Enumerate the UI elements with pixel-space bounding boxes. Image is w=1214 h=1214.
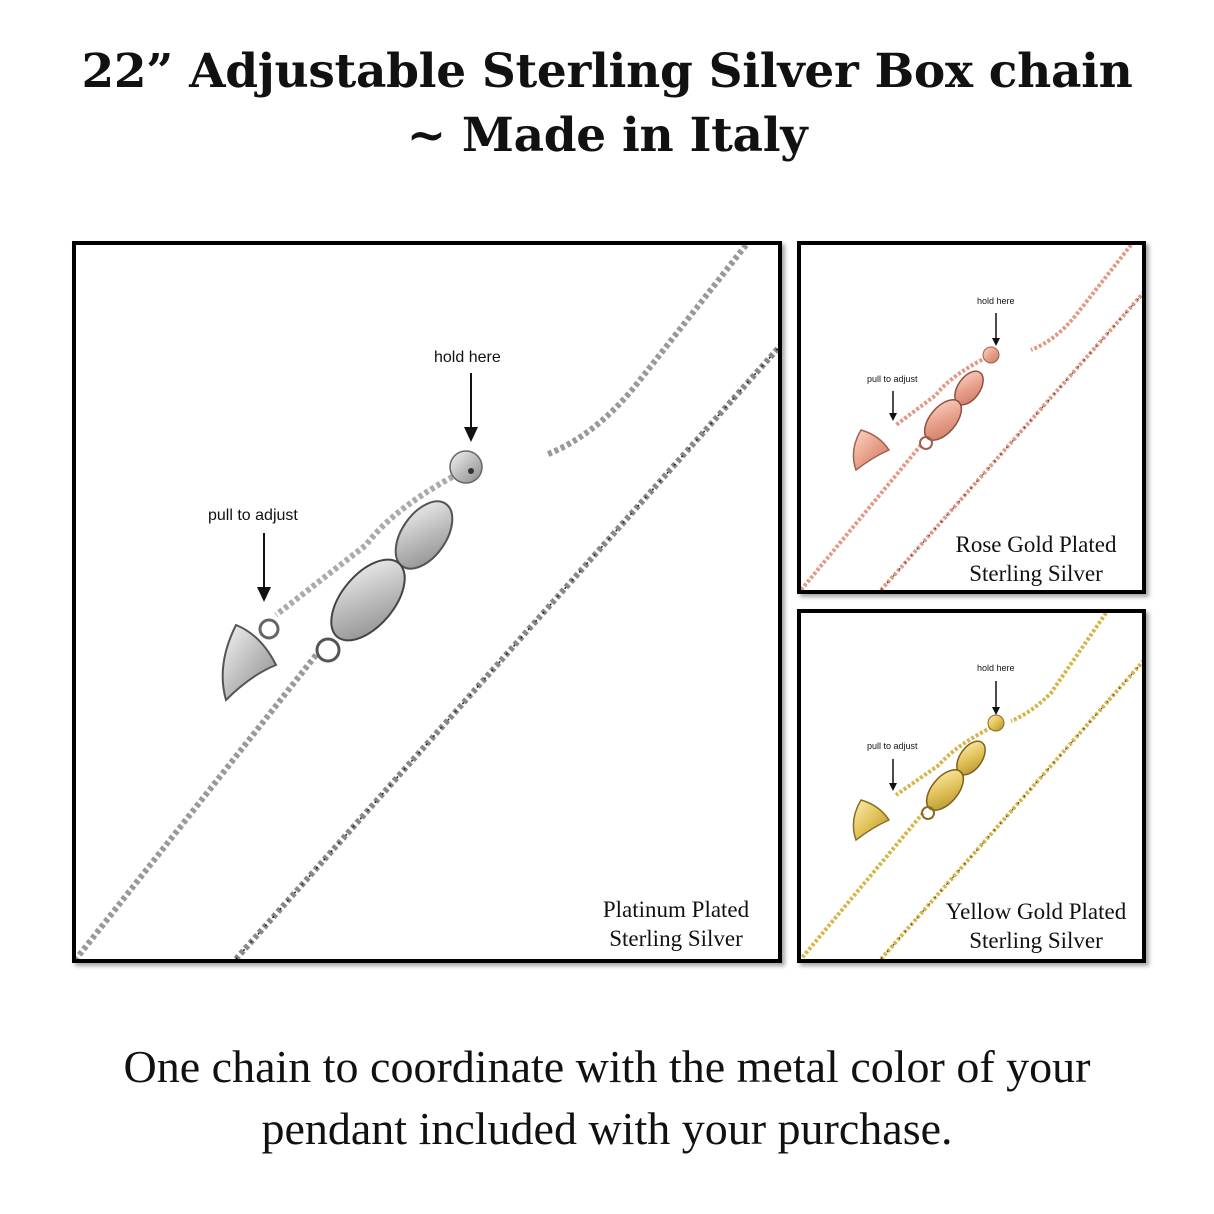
yellow-gold-chain-panel: hold here pull to adjust Yellow Gold Pla… <box>797 609 1146 963</box>
rose-gold-caption: Rose Gold Plated Sterling Silver <box>931 530 1141 588</box>
hold-here-label: hold here <box>434 349 501 366</box>
footer-line-2: pendant included with your purchase. <box>261 1103 953 1154</box>
chain-strand-top <box>544 245 749 458</box>
platinum-chain-illustration <box>76 245 778 959</box>
platinum-caption: Platinum Plated Sterling Silver <box>576 895 776 953</box>
yellow-gold-chain-illustration <box>801 613 1142 959</box>
yellow-gold-caption: Yellow Gold Plated Sterling Silver <box>926 897 1142 955</box>
chain-strand-left <box>76 653 319 959</box>
slider-bead <box>449 450 483 484</box>
footer-line-1: One chain to coordinate with the metal c… <box>123 1041 1091 1092</box>
hold-here-label: hold here <box>977 663 1015 673</box>
page-title: 22” Adjustable Sterling Silver Box chain… <box>0 40 1214 168</box>
title-line-1: 22” Adjustable Sterling Silver Box chain <box>81 44 1133 99</box>
rose-gold-chain-illustration <box>801 245 1142 590</box>
yellow-gold-caption-line-2: Sterling Silver <box>969 928 1103 953</box>
platinum-chain-panel: hold here pull to adjust Platinum Plated… <box>72 241 782 963</box>
title-line-2: ~ Made in Italy <box>406 108 808 163</box>
rose-gold-caption-line-2: Sterling Silver <box>969 561 1103 586</box>
pull-to-adjust-label: pull to adjust <box>867 741 918 751</box>
pull-to-adjust-label: pull to adjust <box>867 374 918 384</box>
chain-strand-pull <box>274 464 473 618</box>
footer-text: One chain to coordinate with the metal c… <box>0 1036 1214 1160</box>
chain-strand-right <box>233 343 778 959</box>
pull-to-adjust-label: pull to adjust <box>208 507 298 524</box>
hold-here-label: hold here <box>977 296 1015 306</box>
platinum-caption-line-1: Platinum Plated <box>602 897 750 922</box>
lobster-clasp <box>330 558 406 642</box>
rose-gold-caption-line-1: Rose Gold Plated <box>955 532 1117 557</box>
heart-tag <box>221 623 278 702</box>
yellow-gold-caption-line-1: Yellow Gold Plated <box>945 899 1127 924</box>
platinum-caption-line-2: Sterling Silver <box>609 926 743 951</box>
rose-gold-chain-panel: hold here pull to adjust Rose Gold Plate… <box>797 241 1146 594</box>
